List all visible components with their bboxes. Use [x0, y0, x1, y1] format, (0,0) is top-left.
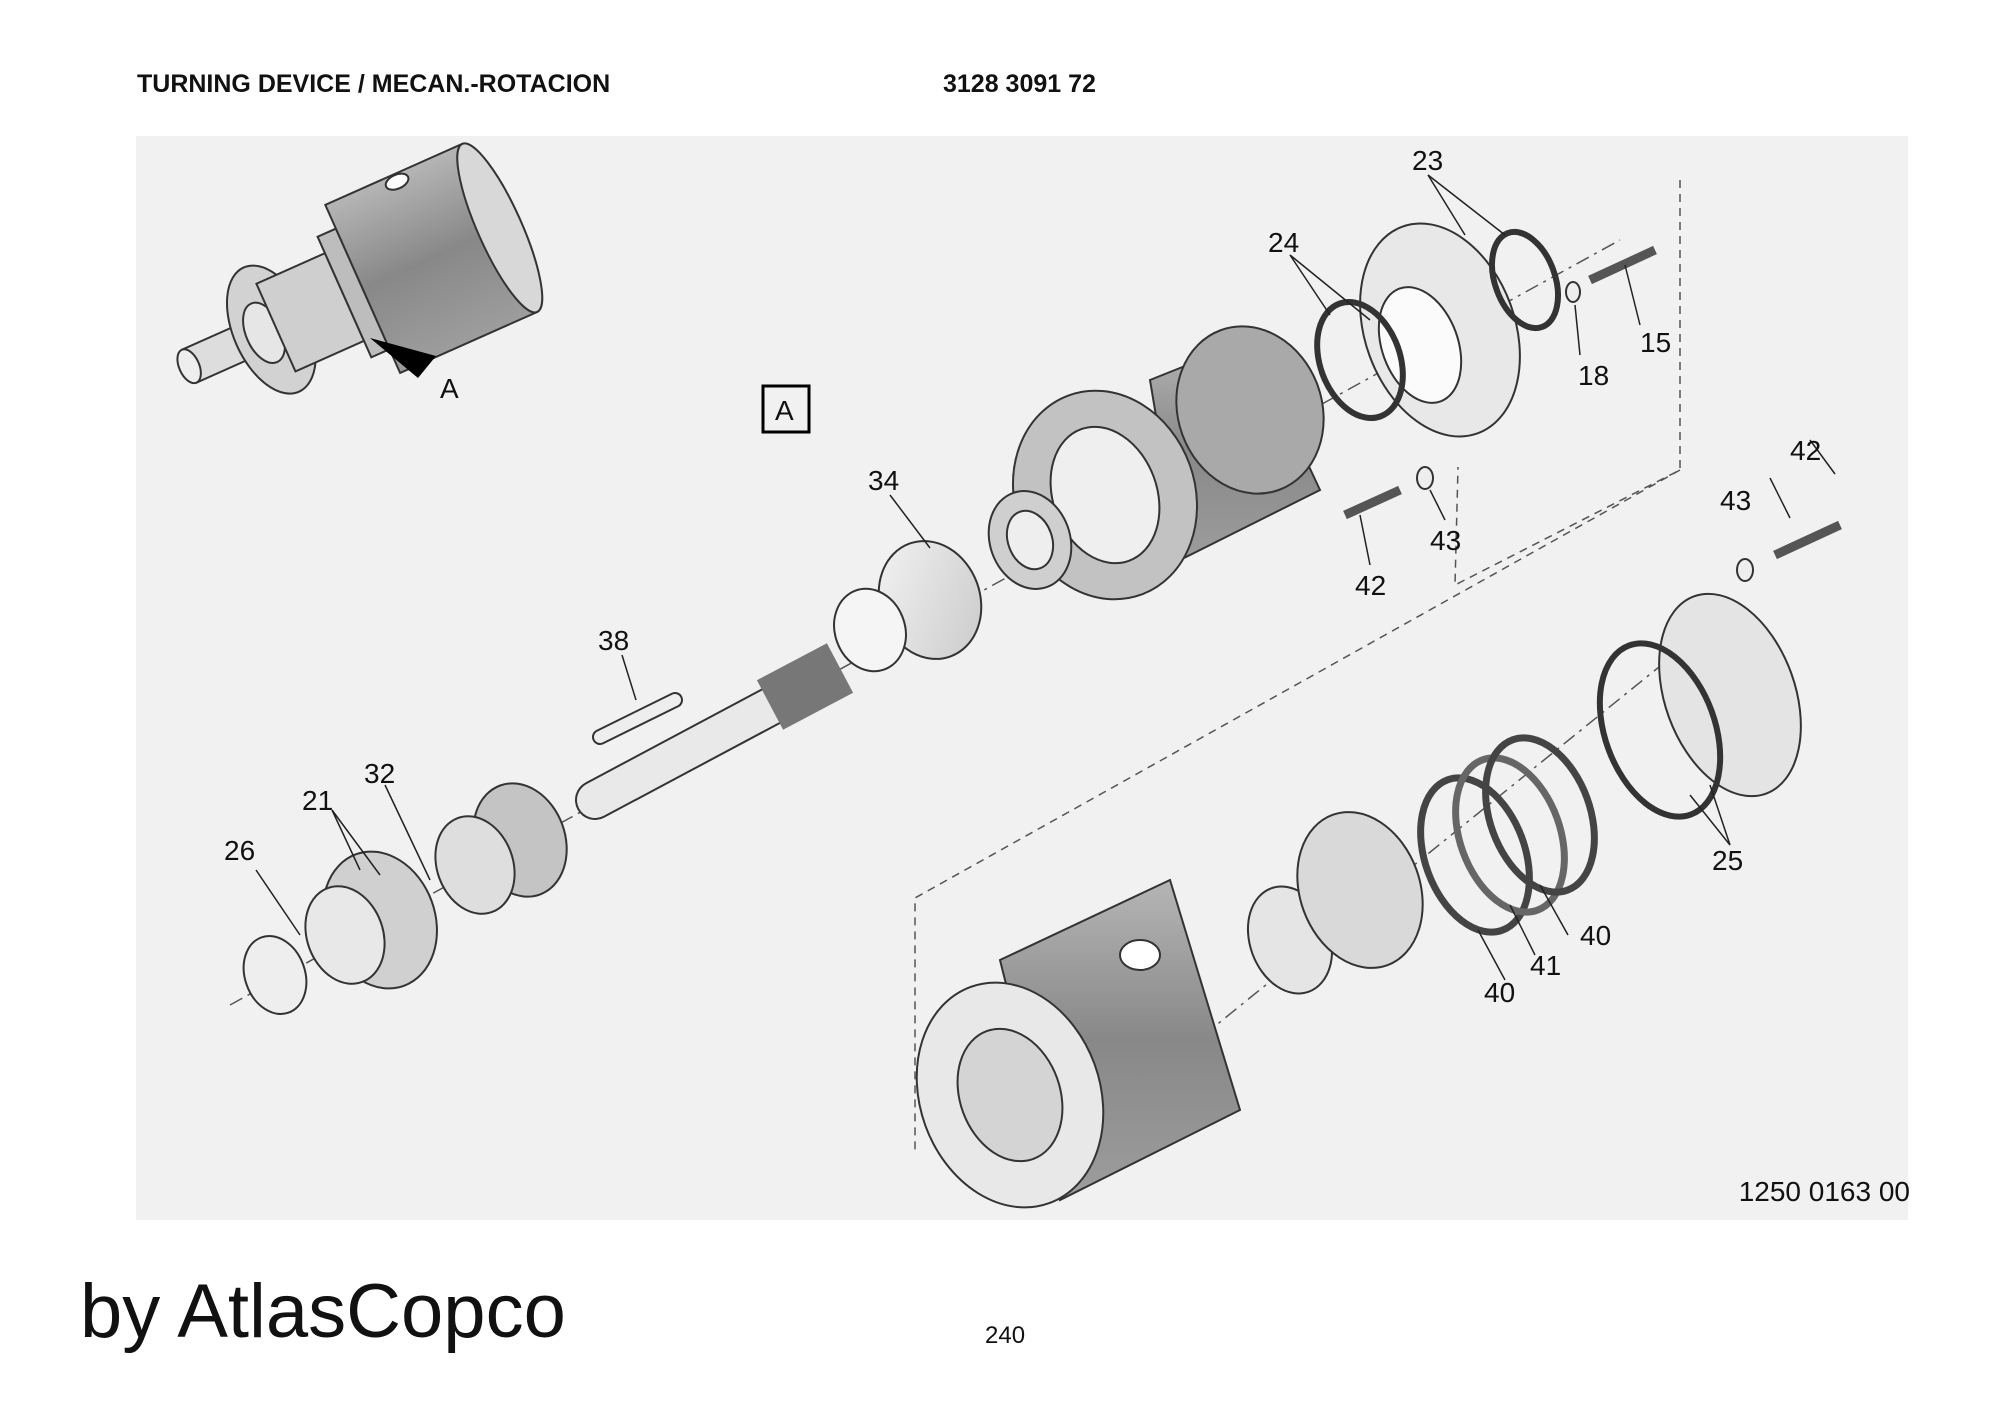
piston	[1246, 811, 1424, 995]
bolt-42-lower	[1773, 520, 1842, 560]
cylinder-housing	[915, 878, 1242, 1209]
callout-26: 26	[224, 835, 255, 866]
spline-hub	[987, 490, 1073, 590]
bearing-34	[833, 540, 983, 673]
callout-41: 41	[1530, 950, 1561, 981]
callout-43-lower: 43	[1720, 485, 1751, 516]
callout-42-lower: 42	[1790, 435, 1821, 466]
callout-34: 34	[868, 465, 899, 496]
leader-lines	[255, 174, 1836, 981]
bolt-15	[1588, 245, 1657, 285]
callout-18: 18	[1578, 360, 1609, 391]
washer-43-lower	[1736, 558, 1754, 582]
washer-43-upper	[1416, 466, 1434, 490]
callout-15: 15	[1640, 327, 1671, 358]
callout-40-left: 40	[1484, 977, 1515, 1008]
seal-rings-25	[1596, 640, 1724, 820]
document-title: TURNING DEVICE / MECAN.-ROTACION	[137, 70, 611, 98]
brand-credit: by AtlasCopco	[80, 1269, 566, 1354]
view-arrow-label: A	[440, 373, 459, 404]
callout-23: 23	[1412, 145, 1443, 176]
seal-rings-24	[1314, 298, 1406, 422]
callout-38: 38	[598, 625, 629, 656]
callout-21: 21	[302, 785, 333, 816]
detail-label: A	[775, 395, 794, 426]
part-number: 3128 3091 72	[943, 70, 1096, 98]
callout-42-upper: 42	[1355, 570, 1386, 601]
detail-label-box	[761, 384, 811, 434]
callout-32: 32	[364, 758, 395, 789]
seal-rings-23	[1489, 228, 1561, 332]
bolt-42-upper	[1343, 485, 1402, 520]
callout-43-upper: 43	[1430, 525, 1461, 556]
rings-40-41	[1417, 734, 1598, 936]
assembly-overview-view: A	[176, 142, 544, 404]
washer-18	[1565, 281, 1581, 303]
page-number: 240	[985, 1322, 1026, 1349]
callout-25: 25	[1712, 845, 1743, 876]
callout-24: 24	[1268, 227, 1299, 258]
key-38	[592, 692, 683, 745]
end-flange-lower	[1658, 592, 1802, 798]
callout-40-right: 40	[1580, 920, 1611, 951]
group-outline-upper	[1454, 180, 1681, 587]
drive-shaft	[575, 643, 854, 820]
bearing-stack-left	[242, 782, 568, 1015]
drawing-number: 1250 0163 00	[1738, 1176, 1910, 1207]
